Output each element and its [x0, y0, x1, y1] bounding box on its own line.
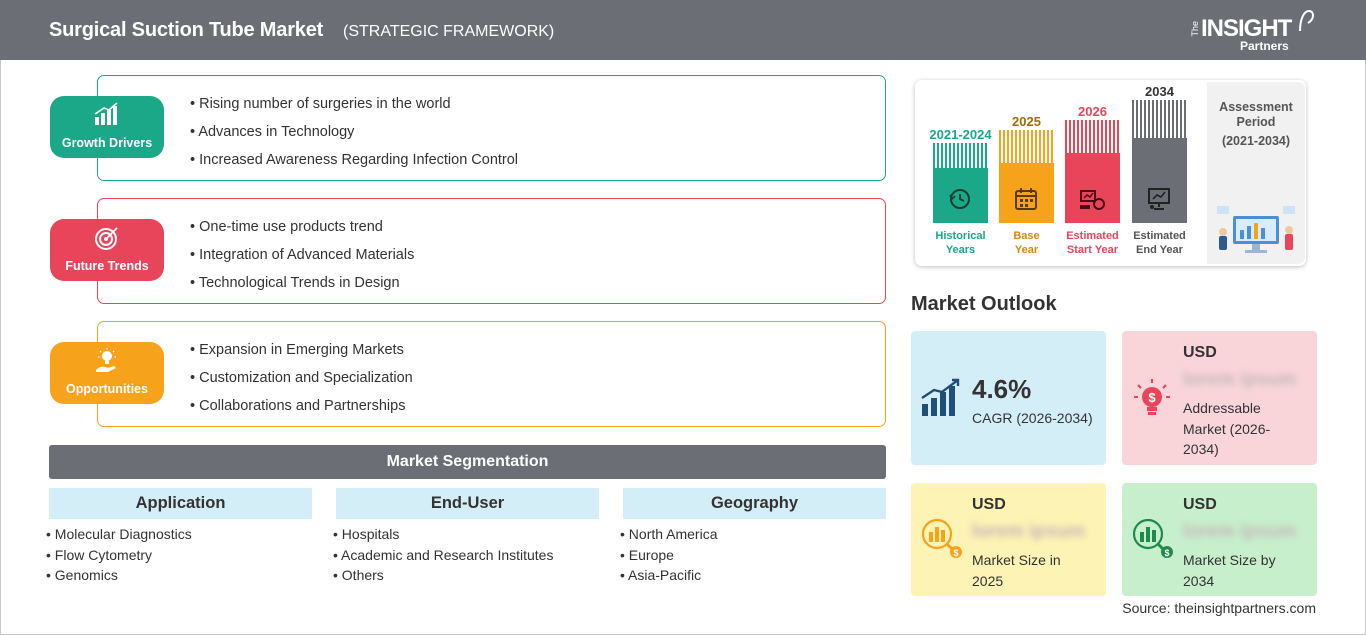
assessment-range: (2021-2034)	[1221, 134, 1291, 148]
list-item: • Europe	[620, 546, 674, 563]
size2025-usd: USD	[972, 496, 1006, 513]
monitor-chart-icon	[1148, 188, 1170, 210]
list-item: • Flow Cytometry	[46, 546, 153, 563]
list-item: • Hospitals	[333, 526, 400, 542]
list-item: • One-time use products trend	[190, 219, 383, 235]
market-outlook-title: Market Outlook	[911, 293, 1057, 315]
addressable-value: lorem ipsum	[1183, 369, 1296, 390]
list-item: • Customization and Specialization	[190, 370, 413, 386]
analyst-dashboard-icon	[1217, 206, 1295, 253]
source-note: Source: theinsightpartners.com	[1122, 600, 1316, 616]
growth-drivers-box: • Rising number of surgeries in the worl…	[97, 75, 886, 181]
size2034-usd: USD	[1183, 496, 1217, 513]
coins-chart-icon: $	[1132, 518, 1173, 558]
bar-fill	[999, 163, 1054, 223]
calendar-icon	[1015, 188, 1037, 210]
bar-stripes	[1065, 120, 1120, 153]
logo-the: The	[1190, 21, 1200, 37]
list-item: • Academic and Research Institutes	[333, 546, 554, 563]
size2025-value: lorem ipsum	[972, 521, 1085, 542]
segment-list-application: • Molecular Diagnostics • Flow Cytometry…	[46, 525, 192, 587]
list-item: • Molecular Diagnostics	[46, 526, 192, 542]
svg-text:$: $	[1164, 548, 1169, 558]
logo-partners: Partners	[1240, 39, 1289, 53]
timeline-year: 2026	[1078, 104, 1107, 119]
list-item: • Asia-Pacific	[620, 567, 702, 583]
page-subtitle: (STRATEGIC FRAMEWORK)	[343, 23, 555, 40]
presentation-icon	[1080, 190, 1105, 210]
opportunities-list: • Expansion in Emerging Markets • Custom…	[190, 341, 413, 425]
future-trends-label: Future Trends	[65, 259, 149, 273]
bar-stripes	[1132, 100, 1187, 138]
growth-chart-icon	[94, 102, 118, 125]
list-item: • Increased Awareness Regarding Infectio…	[190, 152, 519, 168]
cagr-card: 4.6% CAGR (2026-2034)	[911, 331, 1106, 465]
future-trends-badge: Future Trends	[50, 219, 164, 281]
addressable-usd: USD	[1183, 344, 1217, 361]
list-item: • Genomics	[46, 567, 118, 583]
timeline-bar	[933, 143, 988, 223]
list-item: • Rising number of surgeries in the worl…	[190, 96, 451, 112]
future-trends-box: • One-time use products trend • Integrat…	[97, 198, 886, 304]
lightbulb-dollar-icon: $	[1134, 379, 1170, 415]
list-item: • Others	[333, 567, 384, 583]
list-item: • Technological Trends in Design	[190, 275, 400, 291]
segment-head-geography: Geography	[623, 488, 886, 519]
history-icon	[949, 189, 970, 209]
opportunities-badge: Opportunities	[50, 342, 164, 404]
list-item: • Expansion in Emerging Markets	[190, 342, 404, 358]
growth-drivers-label: Growth Drivers	[61, 136, 153, 150]
bar-stripes	[999, 130, 1054, 163]
size2034-value: lorem ipsum	[1183, 521, 1296, 542]
list-item: • Collaborations and Partnerships	[190, 398, 406, 414]
bar-fill	[1065, 153, 1120, 223]
timeline-year: 2034	[1145, 84, 1174, 99]
timeline-year: 2025	[1012, 114, 1041, 129]
list-item: • Integration of Advanced Materials	[190, 247, 415, 263]
opportunities-label: Opportunities	[66, 382, 148, 396]
segment-list-end-user: • Hospitals • Academic and Research Inst…	[333, 525, 553, 587]
header-bar: Surgical Suction Tube Market (STRATEGIC …	[0, 0, 1366, 60]
svg-text:$: $	[953, 548, 958, 558]
cagr-label: CAGR (2026-2034)	[972, 410, 1093, 426]
segment-head-end-user: End-User	[336, 488, 599, 519]
target-icon	[95, 227, 118, 250]
list-item: • Advances in Technology	[190, 124, 355, 140]
segment-list-geography: • North America • Europe • Asia-Pacific	[620, 525, 718, 587]
svg-text:$: $	[1148, 390, 1156, 405]
future-trends-list: • One-time use products trend • Integrat…	[190, 218, 414, 302]
segment-head-application: Application	[49, 488, 312, 519]
growth-drivers-list: • Rising number of surgeries in the worl…	[190, 95, 518, 179]
insight-partners-logo: The INSIGHT Partners	[1190, 9, 1320, 53]
segmentation-title: Market Segmentation	[49, 445, 886, 479]
bar-stripes	[933, 143, 988, 168]
opportunities-box: • Expansion in Emerging Markets • Custom…	[97, 321, 886, 427]
timeline-bar	[1132, 100, 1187, 223]
logo-insight: INSIGHT	[1201, 15, 1292, 42]
logo-swoosh-icon	[1299, 9, 1314, 32]
timeline-year: 2021-2024	[929, 127, 992, 142]
timeline-bar	[999, 130, 1054, 223]
page-title: Surgical Suction Tube Market	[49, 19, 324, 41]
lightbulb-hand-icon	[96, 348, 116, 372]
list-item: • North America	[620, 526, 718, 542]
coins-chart-icon: $	[921, 518, 962, 558]
timeline-bar	[1065, 120, 1120, 223]
growth-chart-icon	[921, 378, 960, 416]
growth-drivers-badge: Growth Drivers	[50, 96, 164, 158]
cagr-value: 4.6%	[972, 374, 1032, 404]
